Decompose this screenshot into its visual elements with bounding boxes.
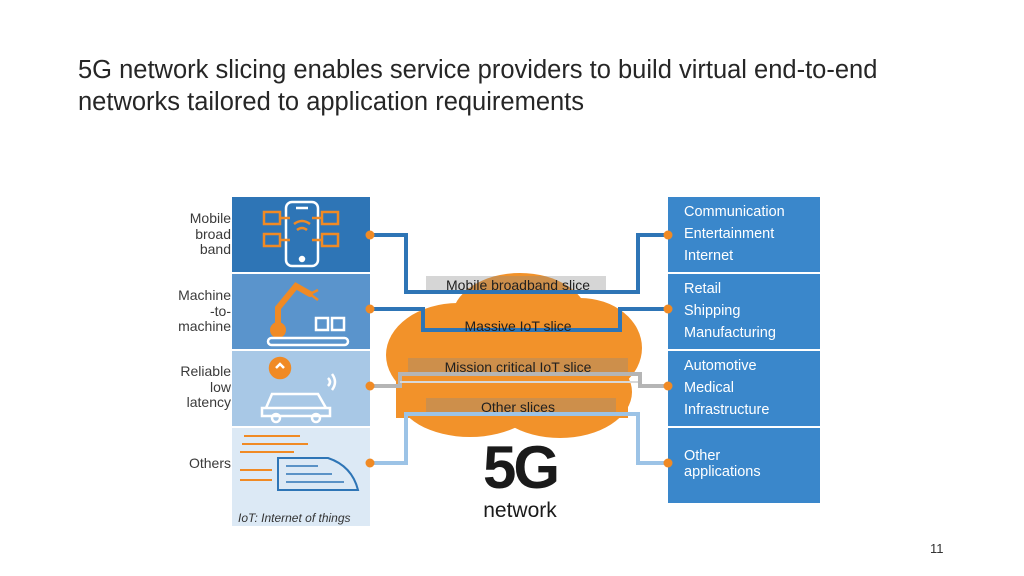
category-label-machine-to-machine: Machine -to- machine <box>178 287 231 334</box>
category-label-others: Others <box>188 455 231 471</box>
category-cell-low-latency <box>232 351 370 426</box>
connected-car-icon <box>260 356 337 424</box>
smartphone-network-icon <box>262 200 340 268</box>
connection-lines <box>370 233 668 465</box>
network-logo-word: network <box>483 499 557 522</box>
page-number: 11 <box>930 541 944 556</box>
network-slicing-diagram: Mobile broad band Machine -to- machine R… <box>168 190 832 535</box>
slice-band-1 <box>426 276 606 292</box>
slice-label-massive-iot: Massive IoT slice <box>464 318 572 334</box>
application-panel-4 <box>668 428 820 503</box>
5g-logo: 5G <box>482 434 560 501</box>
application-list-2: Retail Shipping Manufacturing <box>684 281 776 341</box>
application-list-1: Communication Entertainment Internet <box>684 204 785 264</box>
high-speed-train-icon <box>240 435 360 491</box>
slice-label-other: Other slices <box>481 399 555 415</box>
slide-title: 5G network slicing enables service provi… <box>78 54 978 118</box>
diagram-graphics <box>232 197 820 526</box>
application-panel-1 <box>668 197 820 272</box>
category-label-low-latency: Reliable low latency <box>180 363 231 410</box>
category-label-mobile-broadband: Mobile broad band <box>189 210 231 257</box>
slice-band-4 <box>426 398 616 414</box>
slice-label-mission-critical: Mission critical IoT slice <box>444 359 592 375</box>
line-massive-iot <box>370 307 668 332</box>
line-mobile-broadband <box>370 233 668 294</box>
application-list-3: Automotive Medical Infrastructure <box>684 358 770 418</box>
application-panel-2 <box>668 274 820 349</box>
title-line-2: networks tailored to application require… <box>78 88 585 116</box>
application-list-4: Other applications <box>684 448 761 480</box>
footnote: IoT: Internet of things <box>238 511 351 525</box>
line-mission-critical <box>370 372 668 388</box>
robot-arm-conveyor-icon <box>266 282 350 347</box>
slice-band-3 <box>408 358 628 374</box>
title-line-1: 5G network slicing enables service provi… <box>78 56 878 84</box>
slice-label-mobile-broadband: Mobile broadband slice <box>446 277 590 293</box>
application-panel-3 <box>668 351 820 426</box>
line-other-slices <box>370 412 668 465</box>
connector-dots <box>365 230 673 468</box>
